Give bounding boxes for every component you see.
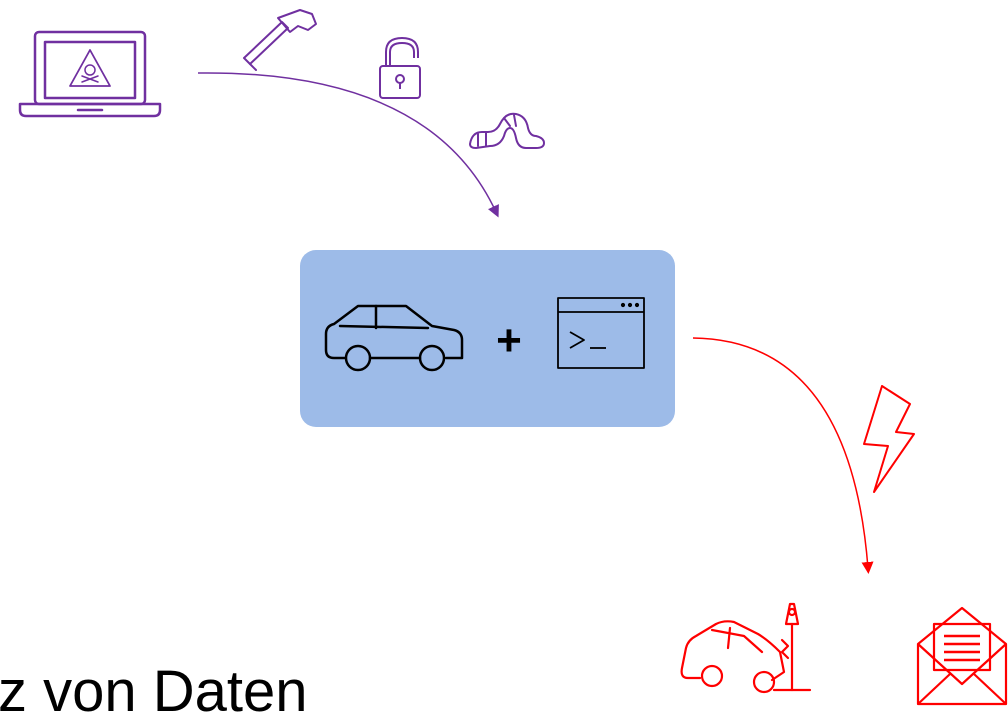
- car-crash-icon: [680, 602, 812, 694]
- vehicle-software-box: [300, 250, 675, 427]
- worm-icon: [469, 112, 545, 149]
- hammer-icon: [243, 9, 317, 71]
- padlock-open-icon: [379, 37, 421, 99]
- damage-arrow: [692, 337, 874, 574]
- car-icon: [324, 304, 464, 372]
- attack-arrow: [197, 72, 499, 218]
- envelope-letter-icon: [916, 606, 1008, 706]
- caption-text: z von Daten: [0, 659, 308, 724]
- lightning-bolt-icon: [863, 385, 915, 493]
- laptop-skull-icon: [18, 30, 162, 118]
- plus-sign: +: [496, 316, 522, 365]
- terminal-window-icon: [557, 297, 645, 369]
